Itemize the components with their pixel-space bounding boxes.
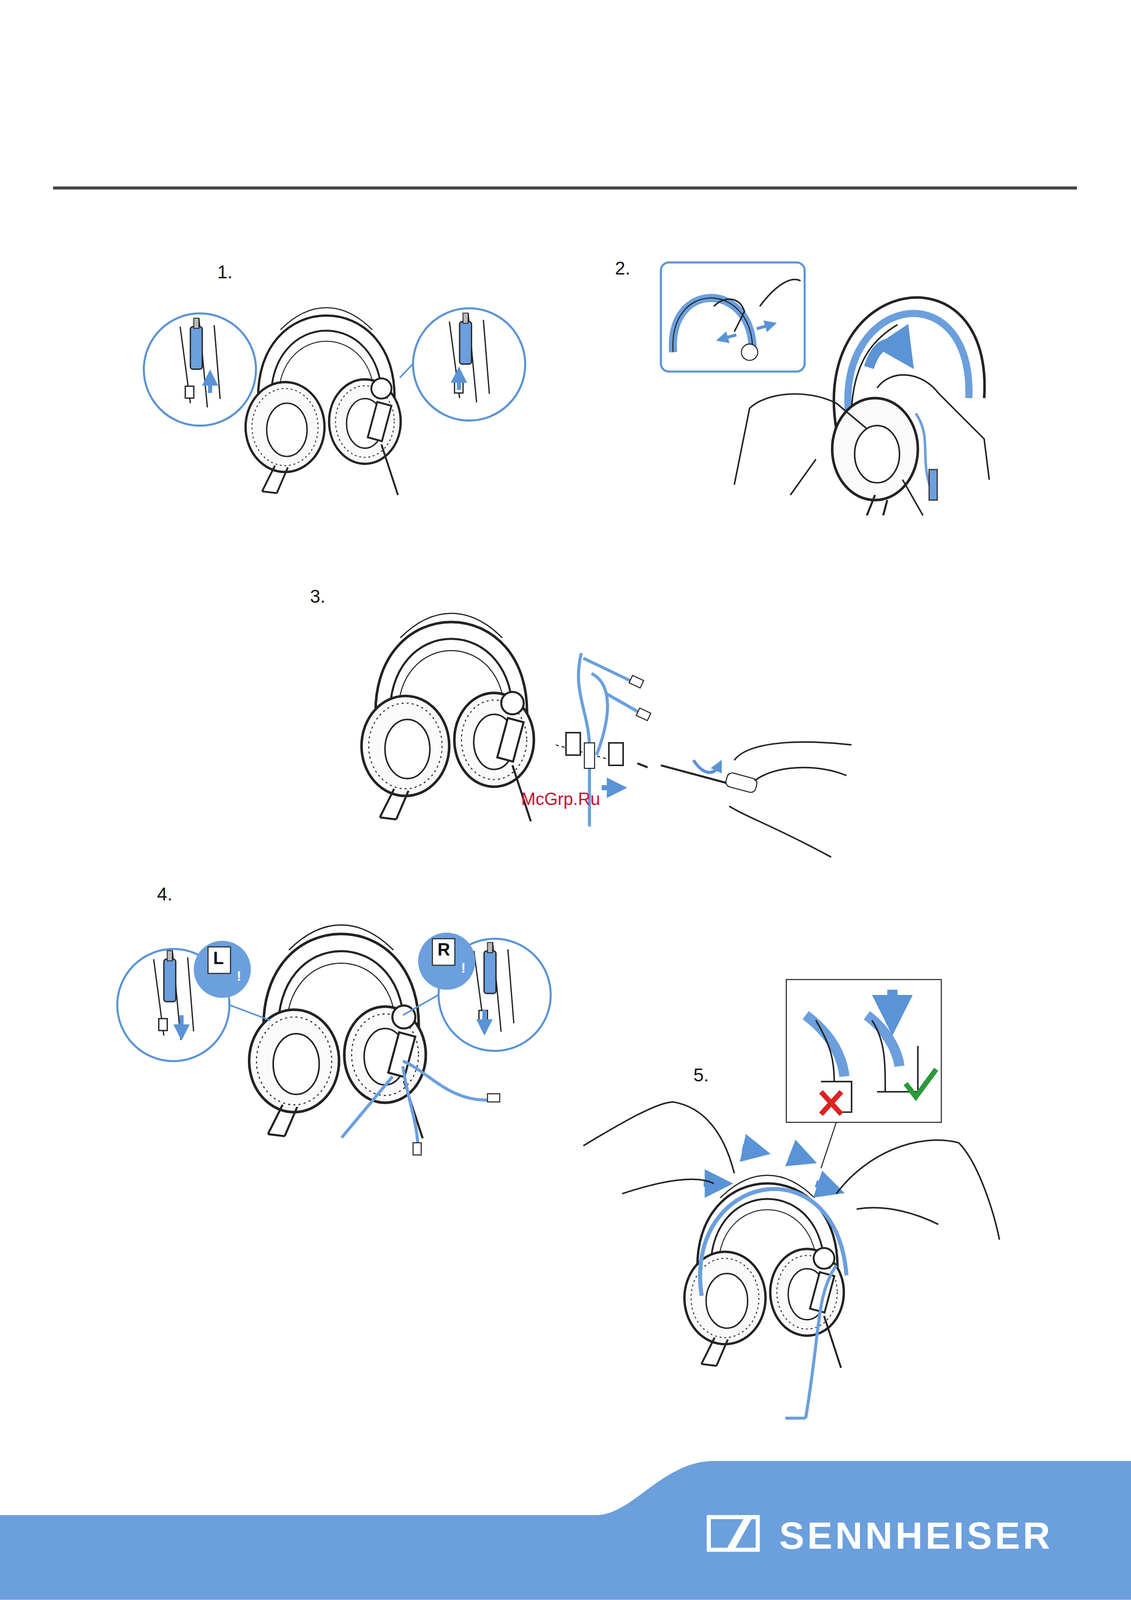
- step1-figure: [143, 307, 526, 495]
- brand-logo-text: SENNHEISER: [779, 1516, 1054, 1555]
- step-number: 3.: [310, 587, 326, 606]
- step-number: 2.: [614, 259, 631, 278]
- step3-figure: [361, 612, 852, 857]
- step5-figure: [583, 979, 1000, 1419]
- warning-mark: !: [236, 968, 242, 983]
- channel-letter: L: [213, 949, 224, 968]
- step2-figure: [660, 262, 990, 516]
- step4-figure: [117, 924, 551, 1155]
- step-number: 4.: [157, 885, 173, 904]
- channel-letter: R: [437, 941, 450, 959]
- footer-band: [0, 1460, 1131, 1600]
- warning-mark: !: [461, 960, 466, 975]
- watermark: McGrp.Ru: [521, 790, 601, 809]
- top-rule: [53, 186, 1077, 190]
- step-number: 5.: [693, 1065, 709, 1085]
- step-number: 1.: [216, 263, 233, 282]
